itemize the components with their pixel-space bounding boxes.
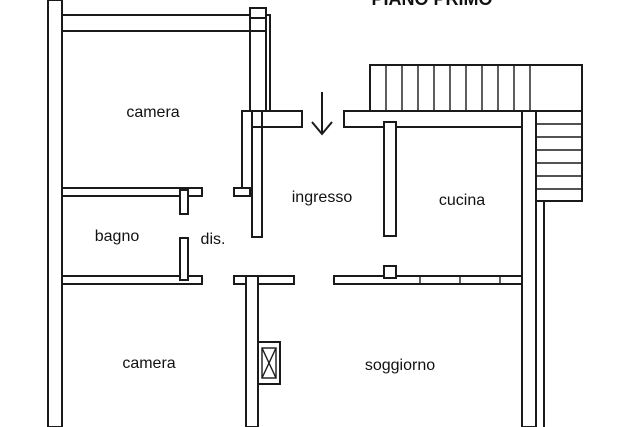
stairs-icon — [369, 64, 583, 202]
room-label-camera-bottom: camera — [122, 355, 175, 372]
interior-walls — [61, 110, 523, 427]
entry-arrow-icon — [311, 92, 333, 136]
chimney-icon — [257, 341, 281, 385]
plan-title: PIANO PRIMO — [371, 0, 492, 9]
room-label-ingresso: ingresso — [292, 189, 353, 206]
room-label-cucina: cucina — [439, 192, 485, 209]
room-label-bagno: bagno — [95, 228, 140, 245]
room-label-dis: dis. — [201, 231, 226, 248]
room-label-camera-top: camera — [126, 104, 179, 121]
room-label-soggiorno: soggiorno — [365, 357, 435, 374]
outer-walls — [47, 0, 545, 427]
